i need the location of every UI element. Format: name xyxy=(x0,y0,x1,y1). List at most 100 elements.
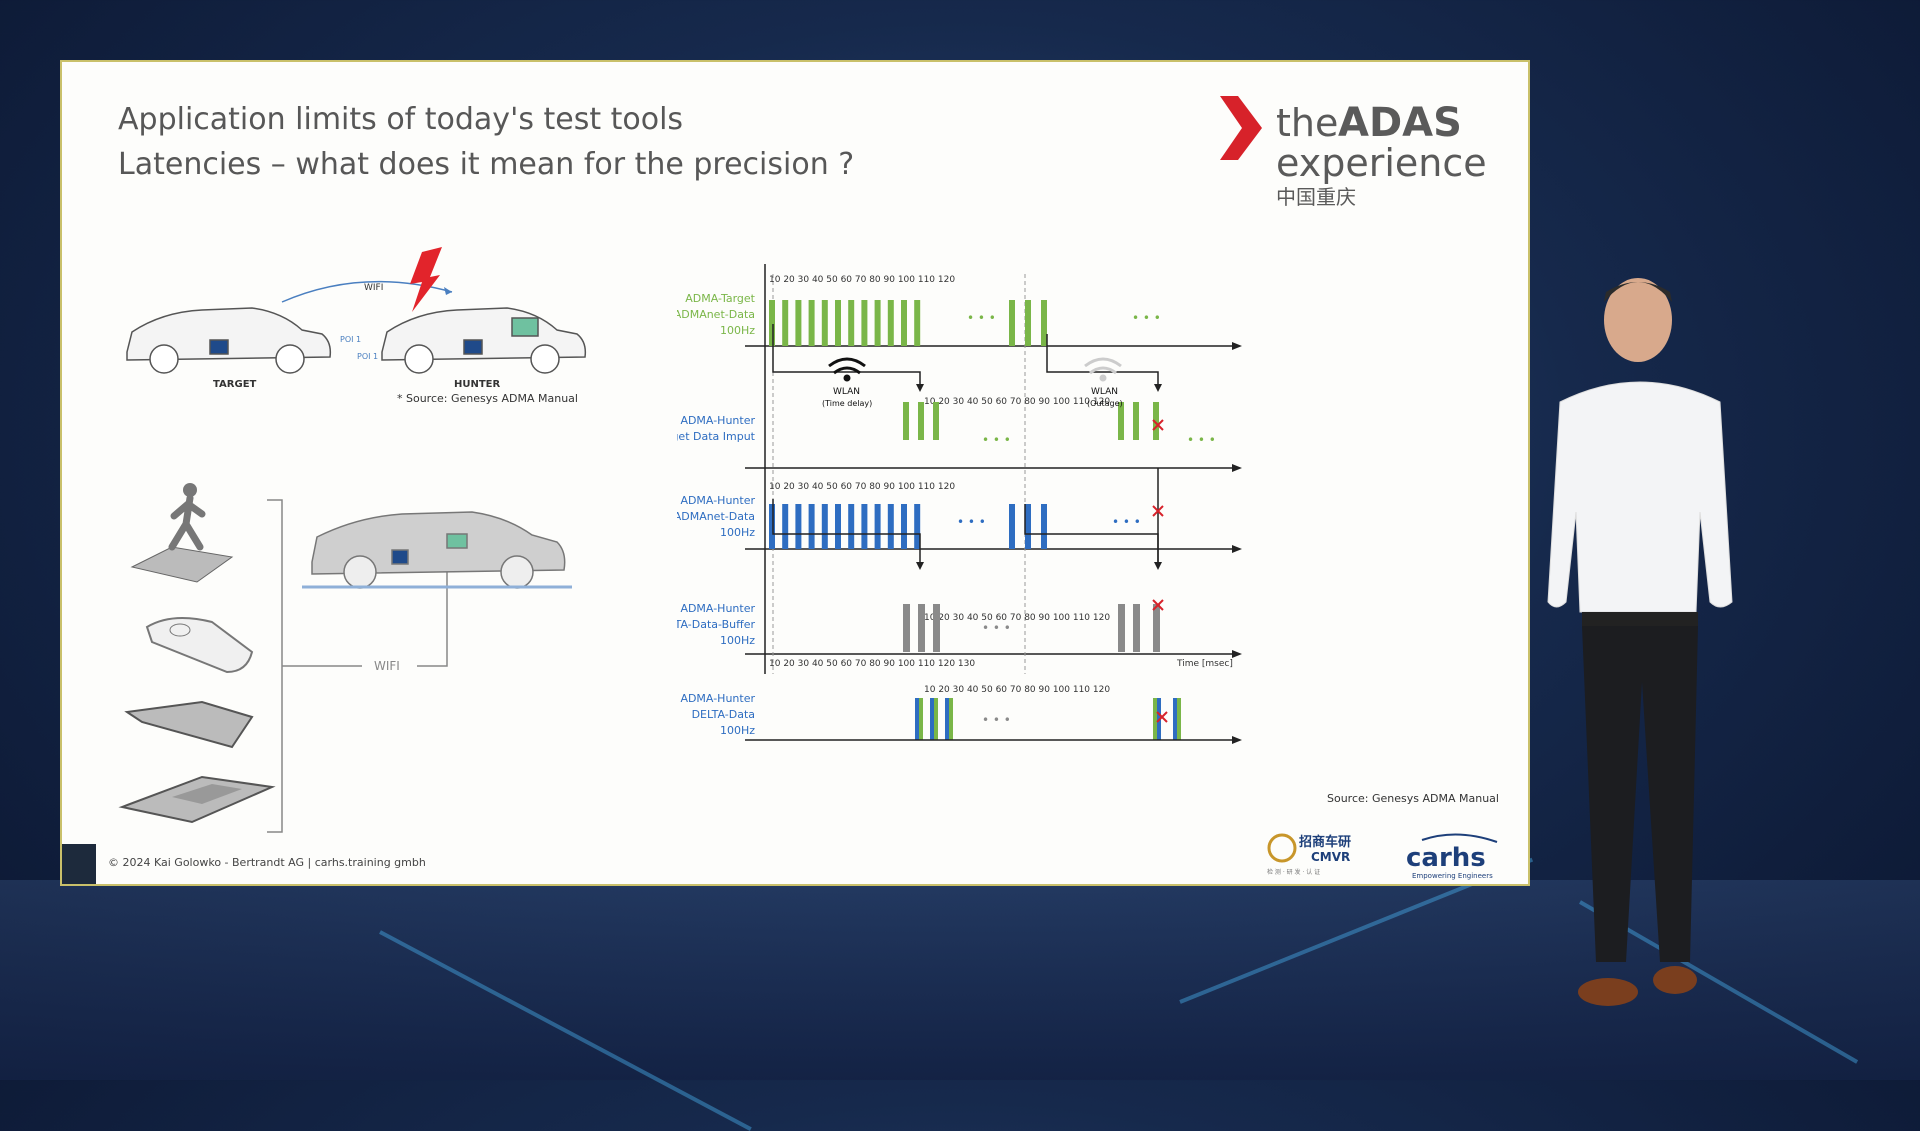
ticks-row1: 10 20 30 40 50 60 70 80 90 100 110 120 xyxy=(769,275,955,285)
poi-label-1: POI 1 xyxy=(340,335,361,344)
row2-dots-1: • • • xyxy=(982,433,1011,447)
pulse-bar xyxy=(1025,300,1031,346)
cmvr-cn-text: 招商车研 xyxy=(1299,834,1351,850)
source-note-right: Source: Genesys ADMA Manual xyxy=(1327,792,1499,805)
pulse-bar xyxy=(861,300,868,346)
platform-target-icon-3 xyxy=(118,775,276,824)
pulse-bar xyxy=(1118,604,1125,652)
pulse-bar xyxy=(933,402,939,440)
pulse-bar xyxy=(914,300,921,346)
row1-label-3: 100Hz xyxy=(720,324,755,337)
slide-title: Application limits of today's test tools… xyxy=(118,97,854,187)
test-car-icon xyxy=(311,511,566,589)
adas-experience-logo: the ADAS experience 中国重庆 xyxy=(1220,96,1487,209)
ticks-axis: 10 20 30 40 50 60 70 80 90 100 110 120 1… xyxy=(769,659,975,669)
pulse-bar xyxy=(769,504,775,549)
presenter-head xyxy=(1604,278,1672,362)
title-line-2: Latencies – what does it mean for the pr… xyxy=(118,147,855,182)
row1-label-2: ADMAnet-Data xyxy=(677,308,755,321)
pulse-bar xyxy=(1041,504,1047,549)
wlan-outage-sub: (Outage) xyxy=(1087,399,1123,408)
row2-label-2: Target Data Imput xyxy=(677,430,756,443)
row3-bars xyxy=(769,504,1047,549)
platform-target-icon-2 xyxy=(124,700,254,749)
pulse-bar xyxy=(918,604,925,652)
target-car-icon xyxy=(126,307,332,374)
target-label: TARGET xyxy=(213,379,257,390)
pulse-bar xyxy=(901,504,907,549)
hunter-car-icon xyxy=(381,307,587,374)
carhs-logo: carhs Empowering Engineers xyxy=(1406,833,1498,880)
row1-bars xyxy=(769,300,1047,346)
row4-label-1: ADMA-Hunter xyxy=(680,602,755,615)
corner-block xyxy=(62,844,96,884)
title-line-1: Application limits of today's test tools xyxy=(118,102,684,137)
row2-dots-2: • • • xyxy=(1187,433,1216,447)
wifi-link-line xyxy=(417,534,448,667)
presenter-shoe-left xyxy=(1578,978,1638,1006)
pulse-bar xyxy=(808,504,815,549)
row1-dots-1: • • • xyxy=(967,311,996,325)
ticks-row4: 10 20 30 40 50 60 70 80 90 100 110 120 xyxy=(924,613,1110,623)
latency-timing-diagram: ADMA-Target ADMAnet-Data 100Hz ADMA-Hunt… xyxy=(677,264,1242,674)
pulse-bar xyxy=(1153,604,1160,652)
pulse-bar xyxy=(903,604,910,652)
pulse-bar xyxy=(1133,604,1140,652)
presenter-trousers xyxy=(1582,626,1698,962)
wlan-delay-label: WLAN xyxy=(833,387,860,397)
wlan-delay-icon xyxy=(828,357,866,382)
row2-label-1: ADMA-Hunter xyxy=(680,414,755,427)
logo-the: the xyxy=(1276,101,1338,145)
row5-diagram: ADMA-Hunter DELTA-Data 100Hz 10 20 30 40… xyxy=(680,685,1242,744)
row5-error-x-icon xyxy=(1156,711,1168,723)
row5-bars xyxy=(915,698,1181,740)
pulse-bar xyxy=(914,504,921,549)
row5-dots: • • • xyxy=(982,713,1011,727)
pulse-bar xyxy=(874,300,881,346)
poi-label-2: POI 1 xyxy=(357,352,378,361)
pulse-bar xyxy=(887,504,894,549)
error-x-icons xyxy=(1152,419,1164,611)
carhs-sub-text: Empowering Engineers xyxy=(1412,872,1493,880)
pulse-bar xyxy=(769,300,775,346)
cmvr-emblem-icon xyxy=(1267,833,1297,863)
pulse-bar xyxy=(1009,300,1015,346)
wlan-outage-label: WLAN xyxy=(1091,387,1118,397)
cmvr-sub-text: 检 测 · 研 发 · 认 证 xyxy=(1267,868,1320,876)
pulse-bar xyxy=(1153,402,1159,440)
pulse-bar xyxy=(887,300,894,346)
row4-label-3: 100Hz xyxy=(720,634,755,647)
pulse-bar xyxy=(1009,504,1015,549)
presentation-slide: Application limits of today's test tools… xyxy=(60,60,1530,886)
setup-diagram: WIFI TARGET POI 1 POI 1 HUNTER * Source:… xyxy=(118,247,587,833)
row4-bars xyxy=(903,604,1160,652)
pulse-bar xyxy=(848,504,855,549)
bracket-line xyxy=(267,499,362,833)
row3-label-1: ADMA-Hunter xyxy=(680,494,755,507)
pulse-bar xyxy=(933,604,940,652)
ticks-row5: 10 20 30 40 50 60 70 80 90 100 110 120 xyxy=(924,685,1110,695)
cmvr-text: CMVR xyxy=(1311,850,1350,864)
pulse-bar xyxy=(782,504,789,549)
pulse-bar xyxy=(795,504,802,549)
logo-adas: ADAS xyxy=(1338,100,1462,146)
pulse-bar xyxy=(1118,402,1124,440)
pedestrian-target-icon xyxy=(130,483,234,583)
row1-label-1: ADMA-Target xyxy=(685,292,755,305)
row4-label-2: DELTA-Data-Buffer xyxy=(677,618,755,631)
slide-footer: © 2024 Kai Golowko - Bertrandt AG | carh… xyxy=(108,856,426,869)
pulse-bar xyxy=(1025,504,1031,549)
row4-dots: • • • xyxy=(982,621,1011,635)
carhs-arc-icon xyxy=(1421,833,1498,843)
hunter-label: HUNTER xyxy=(454,379,501,390)
pulse-bar xyxy=(874,504,881,549)
time-axis-label: Time [msec] xyxy=(1176,659,1233,669)
presenter-figure xyxy=(1547,278,1733,1006)
wifi-label: WIFI xyxy=(364,283,383,293)
wlan-outage-icon xyxy=(1084,357,1122,382)
row5-label-1: ADMA-Hunter xyxy=(680,692,755,705)
row3-label-2: ADMAnet-Data xyxy=(677,510,755,523)
carhs-text: carhs xyxy=(1406,843,1486,873)
pulse-bar xyxy=(1041,300,1047,346)
pulse-bar xyxy=(821,300,828,346)
